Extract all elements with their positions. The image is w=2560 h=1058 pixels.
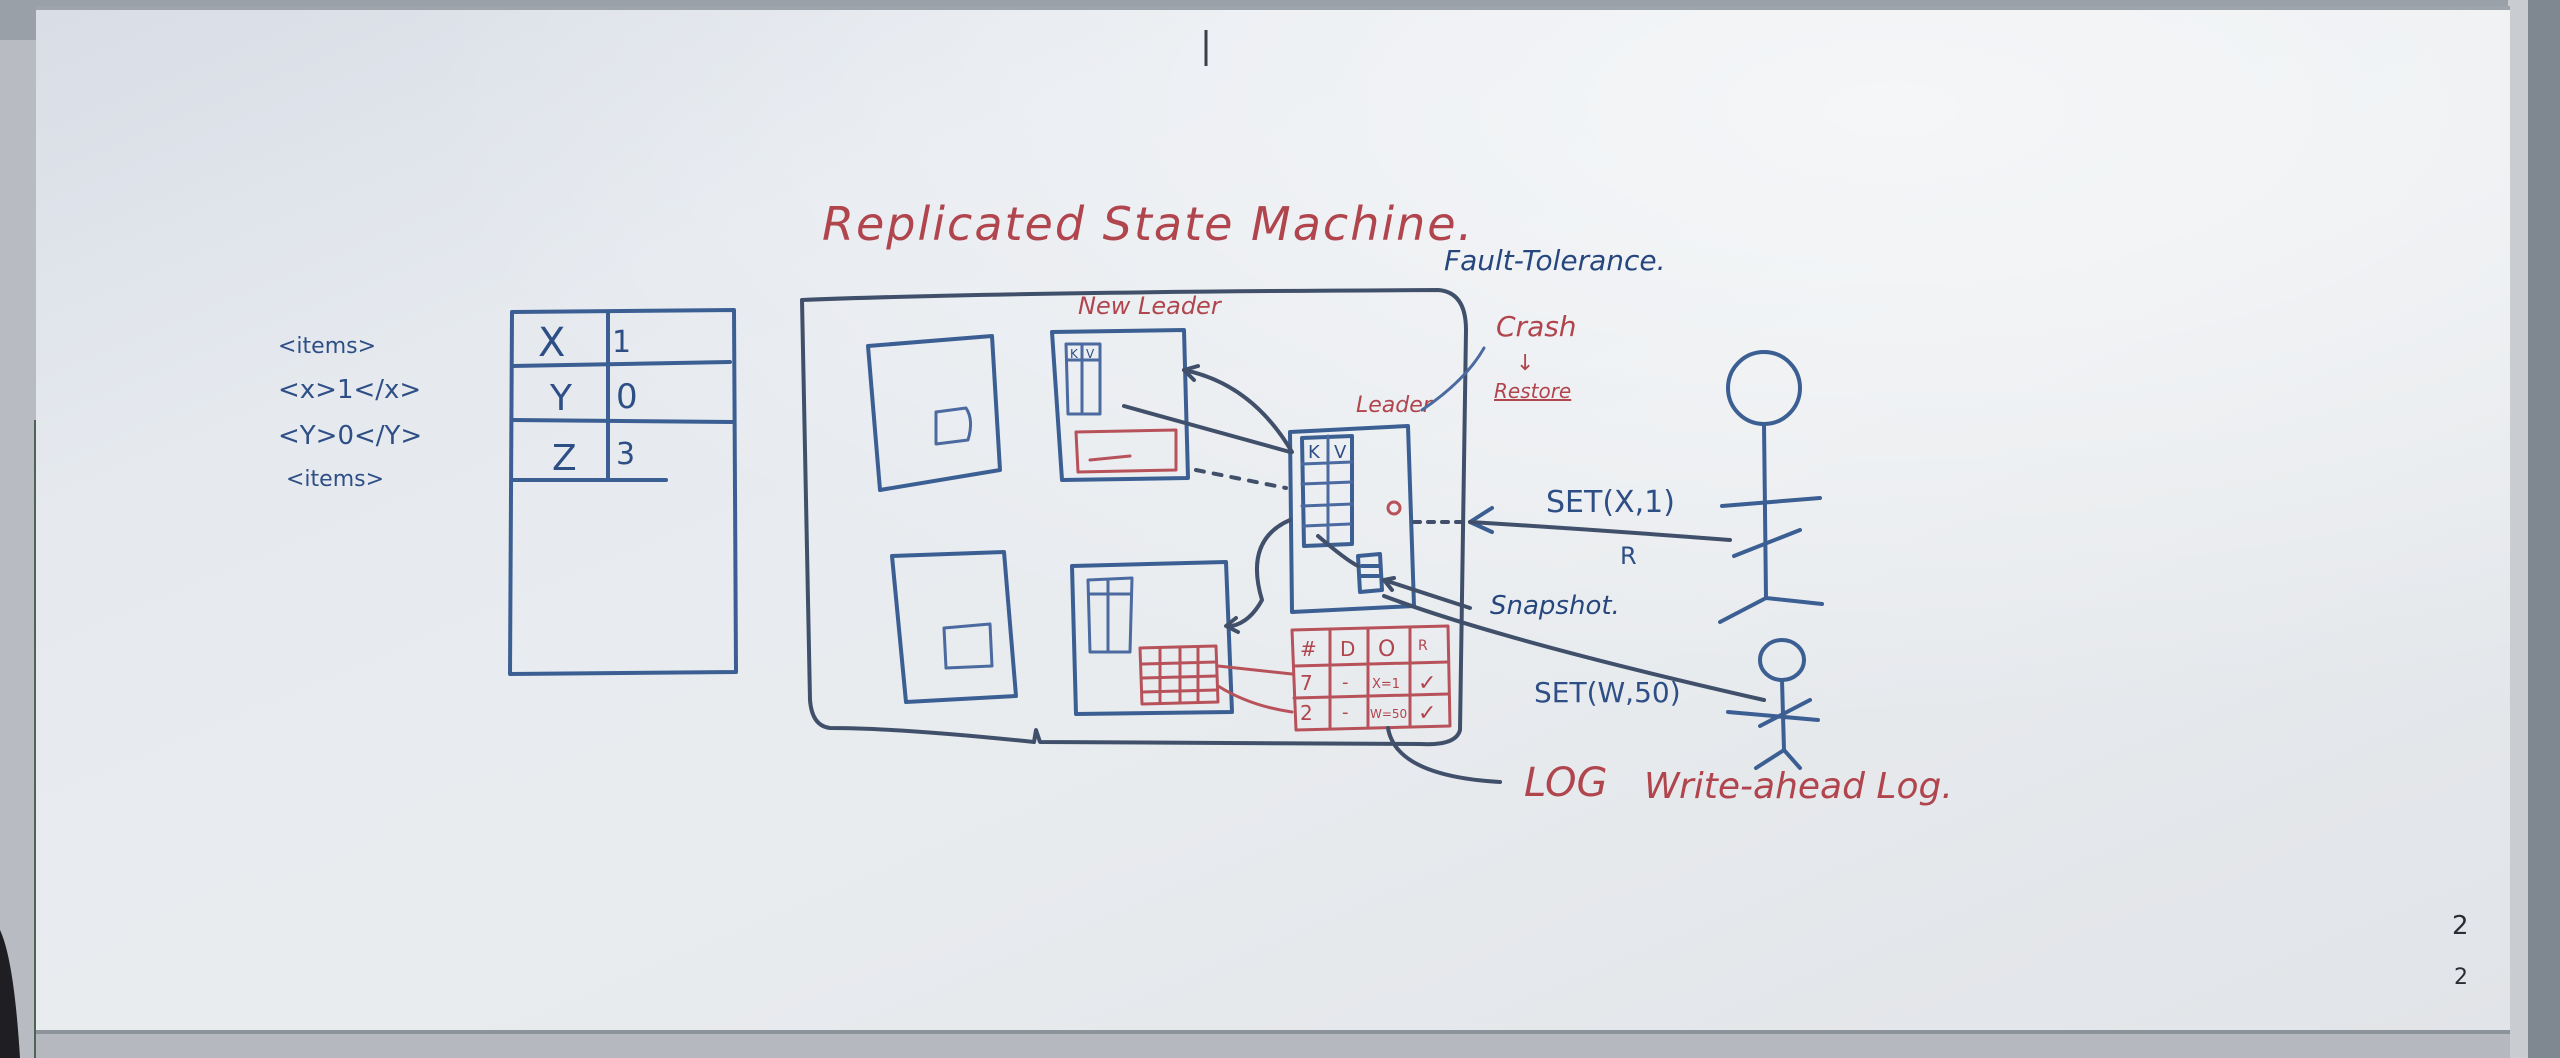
set-w-label: SET(W,50) bbox=[1534, 676, 1681, 709]
svg-text:K: K bbox=[1070, 347, 1079, 361]
crash-arrow: ↓ bbox=[1516, 351, 1534, 376]
log-pointer bbox=[1386, 726, 1502, 784]
replication-arrows bbox=[1122, 364, 1294, 714]
xml-x-line: <x>1</x> bbox=[278, 375, 421, 405]
crash-label: Crash bbox=[1496, 310, 1577, 343]
log-row-1-n: 7 bbox=[1300, 671, 1313, 695]
kv-table: X 1 Y 0 Z 3 bbox=[508, 308, 738, 676]
client-figure-2 bbox=[1726, 638, 1820, 770]
log-row-2-d: - bbox=[1342, 702, 1349, 723]
kv-row-2-value: 0 bbox=[616, 377, 638, 417]
left-rail bbox=[0, 40, 40, 1058]
corner-number-bottom: 2 bbox=[2454, 965, 2468, 990]
new-leader-node: New Leader K V bbox=[1050, 292, 1223, 482]
kv-row-3-key: Z bbox=[552, 438, 577, 479]
log-label: LOG bbox=[1524, 760, 1608, 806]
r-label: R bbox=[1620, 542, 1637, 570]
node-top-left bbox=[866, 334, 1002, 492]
leader-red-dot bbox=[1386, 500, 1402, 516]
log-row-2-r: ✓ bbox=[1418, 701, 1436, 726]
restore-label: Restore bbox=[1494, 379, 1571, 403]
leader-kv-value-header: V bbox=[1334, 442, 1347, 463]
kv-row-1-key: X bbox=[538, 320, 565, 366]
board-title: Replicated State Machine. bbox=[822, 197, 1474, 251]
cluster-box bbox=[800, 288, 1468, 747]
snapshot-icon bbox=[1356, 552, 1384, 594]
log-row-1-r: ✓ bbox=[1418, 671, 1436, 696]
xml-snippet: <items> <x>1</x> <Y>0</Y> <items> bbox=[278, 334, 422, 492]
log-row-2-o: W=50 bbox=[1370, 707, 1407, 721]
node-bottom-left bbox=[890, 550, 1018, 704]
leader-kv-key-header: K bbox=[1308, 442, 1321, 463]
snapshot-label: Snapshot. bbox=[1490, 591, 1620, 621]
wal-label: Write-ahead Log. bbox=[1644, 766, 1953, 807]
svg-text:V: V bbox=[1086, 347, 1095, 361]
leader-label: Leader bbox=[1356, 393, 1434, 418]
leader-kv-table: K V bbox=[1300, 434, 1354, 548]
board-bottom-tray bbox=[36, 1030, 2510, 1058]
kv-row-1-value: 1 bbox=[612, 325, 631, 360]
log-header-n: # bbox=[1300, 637, 1317, 661]
kv-row-2-key: Y bbox=[549, 378, 573, 419]
log-row-1-d: - bbox=[1342, 672, 1349, 693]
log-header-d: D bbox=[1340, 637, 1355, 661]
xml-items-open: <items> bbox=[278, 334, 376, 359]
foreground-object bbox=[0, 930, 20, 1058]
client-figure-1 bbox=[1718, 350, 1824, 624]
kv-row-3-value: 3 bbox=[616, 437, 635, 472]
fault-tolerance-label: Fault-Tolerance. bbox=[1444, 244, 1666, 277]
client2-request-arrow bbox=[1382, 594, 1766, 702]
log-row-1-o: X=1 bbox=[1372, 677, 1400, 692]
xml-items-close: <items> bbox=[286, 467, 384, 492]
leader-log-table: # D O R 7 - X=1 ✓ 2 - W=50 ✓ bbox=[1290, 624, 1452, 732]
follower-node bbox=[1070, 560, 1234, 716]
xml-y-line: <Y>0</Y> bbox=[278, 421, 422, 451]
follower-log bbox=[1138, 644, 1220, 706]
log-header-r: R bbox=[1418, 638, 1428, 654]
log-header-o: O bbox=[1378, 637, 1395, 662]
new-leader-label: New Leader bbox=[1078, 292, 1223, 320]
corner-number-top: 2 bbox=[2452, 911, 2469, 941]
log-row-2-n: 2 bbox=[1300, 701, 1313, 725]
set-x-label: SET(X,1) bbox=[1546, 485, 1675, 520]
